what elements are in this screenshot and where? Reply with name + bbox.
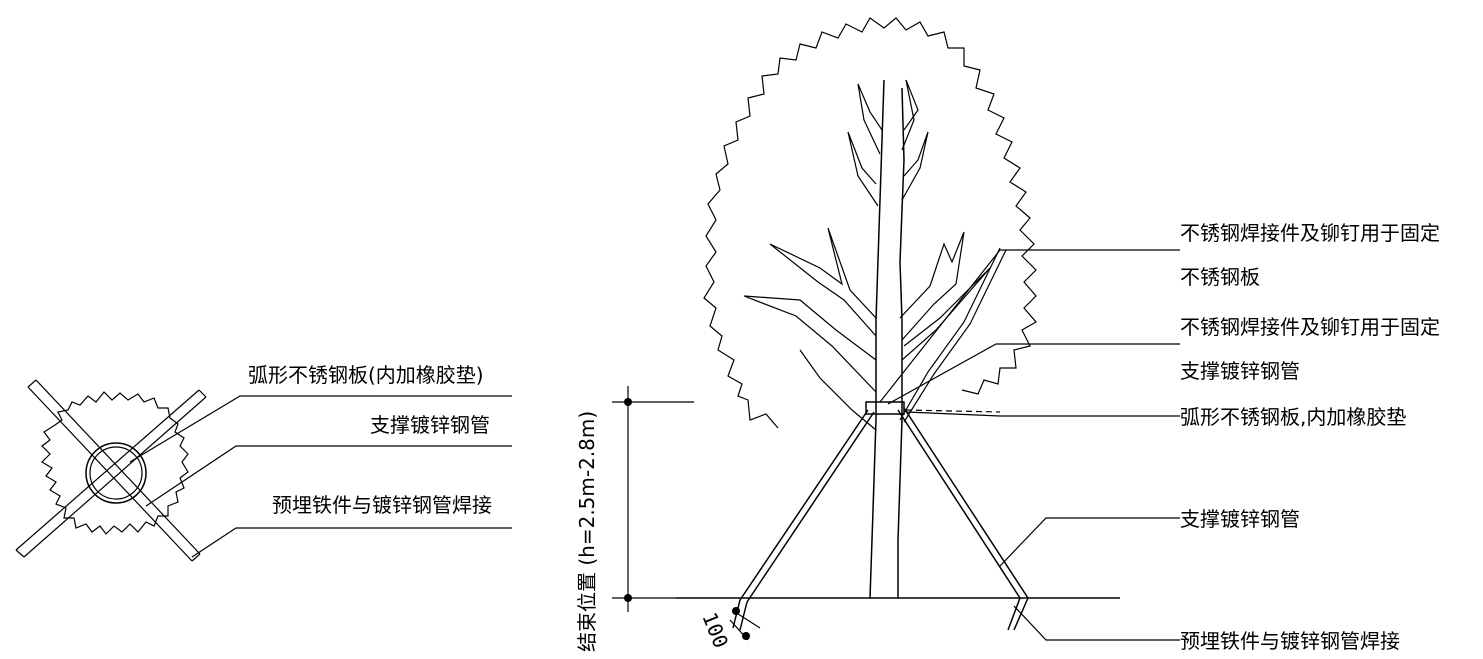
plan-leader-embed (191, 527, 512, 558)
support-pipe-right (897, 407, 1029, 631)
plan-trunk-inner (89, 446, 143, 500)
tree-branches (743, 79, 1007, 431)
plan-trunk-outer (85, 442, 147, 504)
arc-plate-dashes (905, 409, 1001, 413)
support-pipe-left (732, 409, 875, 631)
leader-weld-pipe (887, 343, 1180, 405)
plan-pipe-a (27, 379, 201, 562)
label-arc-plate: 弧形不锈钢板,内加橡胶垫 (1180, 405, 1406, 429)
plan-pipe-b (15, 389, 207, 558)
leader-arc-plate (905, 411, 1180, 417)
leader-weld-plate (879, 249, 1180, 403)
plan-label-pipe: 支撑镀锌钢管 (370, 413, 490, 437)
spacing-dimension: 100 (697, 607, 761, 651)
label-pipe: 支撑镀锌钢管 (1180, 507, 1300, 531)
plan-label-embed: 预埋铁件与镀锌钢管焊接 (272, 493, 492, 517)
label-weld-pipe-line1: 不锈钢焊接件及铆钉用于固定 (1180, 315, 1440, 339)
plan-leader-plate (129, 395, 512, 463)
arc-plate-clamp (865, 401, 905, 415)
plan-label-plate: 弧形不锈钢板(内加橡胶垫) (248, 363, 484, 387)
spacing-dimension-label: 100 (697, 609, 733, 651)
plan-canopy-outline (41, 391, 189, 535)
leader-pipe (999, 517, 1180, 567)
elevation-view: 不锈钢焊接件及铆钉用于固定 不锈钢板 不锈钢焊接件及铆钉用于固定 支撑镀锌钢管 … (575, 17, 1440, 653)
label-weld-plate-line2: 不锈钢板 (1180, 265, 1260, 289)
tree-trunk-left (869, 79, 885, 599)
label-embed: 预埋铁件与镀锌钢管焊接 (1180, 629, 1400, 653)
plan-view: 弧形不锈钢板(内加橡胶垫) 支撑镀锌钢管 预埋铁件与镀锌钢管焊接 (15, 363, 512, 562)
tree-trunk-right (897, 87, 905, 598)
tree-canopy-outline (703, 17, 1037, 429)
plan-leader-pipe (145, 445, 512, 507)
leader-embed (1013, 605, 1180, 641)
label-weld-pipe-line2: 支撑镀锌钢管 (1180, 359, 1300, 383)
height-dimension-label: 结束位置 (h=2.5m-2.8m) (575, 411, 599, 652)
height-dimension: 结束位置 (h=2.5m-2.8m) (575, 386, 694, 652)
label-weld-plate-line1: 不锈钢焊接件及铆钉用于固定 (1180, 221, 1440, 245)
